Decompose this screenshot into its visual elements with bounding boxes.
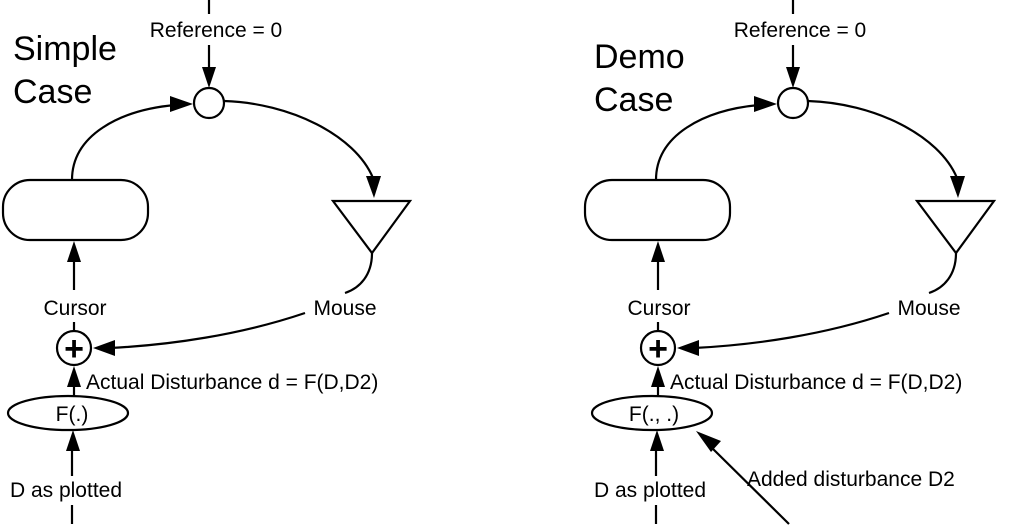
- summing-node: [639, 329, 677, 367]
- disturbance-label: Actual Disturbance d = F(D,D2): [86, 371, 378, 394]
- output-path: [807, 99, 959, 179]
- reference-arrowhead-icon: [786, 67, 800, 88]
- output-triangle: [914, 199, 997, 255]
- input-label: D as plotted: [10, 479, 122, 502]
- mouse-arrowhead-icon: [677, 340, 699, 356]
- simple-case-title-line1: Simple: [13, 30, 117, 68]
- added-disturbance-line: [708, 444, 790, 525]
- reference-label: Reference = 0: [734, 19, 867, 42]
- input-arrowhead-icon: [650, 430, 664, 451]
- output-triangle: [330, 199, 413, 255]
- disturbance-arrowhead-icon: [67, 366, 81, 387]
- mouse-path-upper: [344, 252, 374, 295]
- input-arrowhead-icon: [66, 430, 80, 451]
- function-label: F(.): [56, 403, 89, 426]
- output-arrowhead-icon: [366, 176, 381, 198]
- reference-label: Reference = 0: [150, 19, 283, 42]
- plus-icon: +: [648, 330, 668, 368]
- mouse-path-lower: [109, 311, 306, 350]
- perception-arrowhead-icon: [170, 96, 193, 112]
- plus-icon: +: [64, 330, 84, 368]
- perception-path: [654, 103, 760, 181]
- added-disturbance-label: Added disturbance D2: [747, 468, 955, 491]
- comparator-node: [192, 86, 226, 120]
- added-disturbance-arrowhead-icon: [696, 431, 721, 452]
- perception-arrowhead-icon: [754, 96, 777, 112]
- cursor-arrowhead-icon: [651, 241, 665, 262]
- input-label: D as plotted: [594, 479, 706, 502]
- simple-case-title-line2: Case: [13, 73, 92, 111]
- cursor-label: Cursor: [43, 297, 106, 320]
- perception-box: [583, 178, 732, 242]
- disturbance-label: Actual Disturbance d = F(D,D2): [670, 371, 962, 394]
- disturbance-arrowhead-icon: [651, 366, 665, 387]
- mouse-path-upper: [928, 252, 958, 295]
- mouse-label: Mouse: [897, 297, 960, 320]
- cursor-label: Cursor: [627, 297, 690, 320]
- demo-case-title-line2: Case: [594, 81, 673, 119]
- reference-arrowhead-icon: [202, 67, 216, 88]
- function-label: F(., .): [629, 403, 679, 426]
- comparator-node: [776, 86, 810, 120]
- cursor-arrowhead-icon: [67, 241, 81, 262]
- perception-path: [70, 103, 176, 181]
- simple-case-diagram: Simple Case Reference = 0 Cursor Mouse +: [1, 0, 413, 524]
- mouse-arrowhead-icon: [93, 340, 115, 356]
- demo-case-title-line1: Demo: [594, 38, 685, 76]
- function-ellipse: [590, 394, 714, 432]
- summing-node: [55, 329, 93, 367]
- output-arrowhead-icon: [950, 176, 965, 198]
- output-path: [223, 99, 375, 179]
- demo-case-diagram: Demo Case Reference = 0 Cursor Mouse + A…: [583, 0, 997, 525]
- mouse-path-lower: [693, 311, 890, 350]
- mouse-label: Mouse: [313, 297, 376, 320]
- perception-box: [1, 178, 150, 242]
- function-ellipse: [6, 394, 130, 432]
